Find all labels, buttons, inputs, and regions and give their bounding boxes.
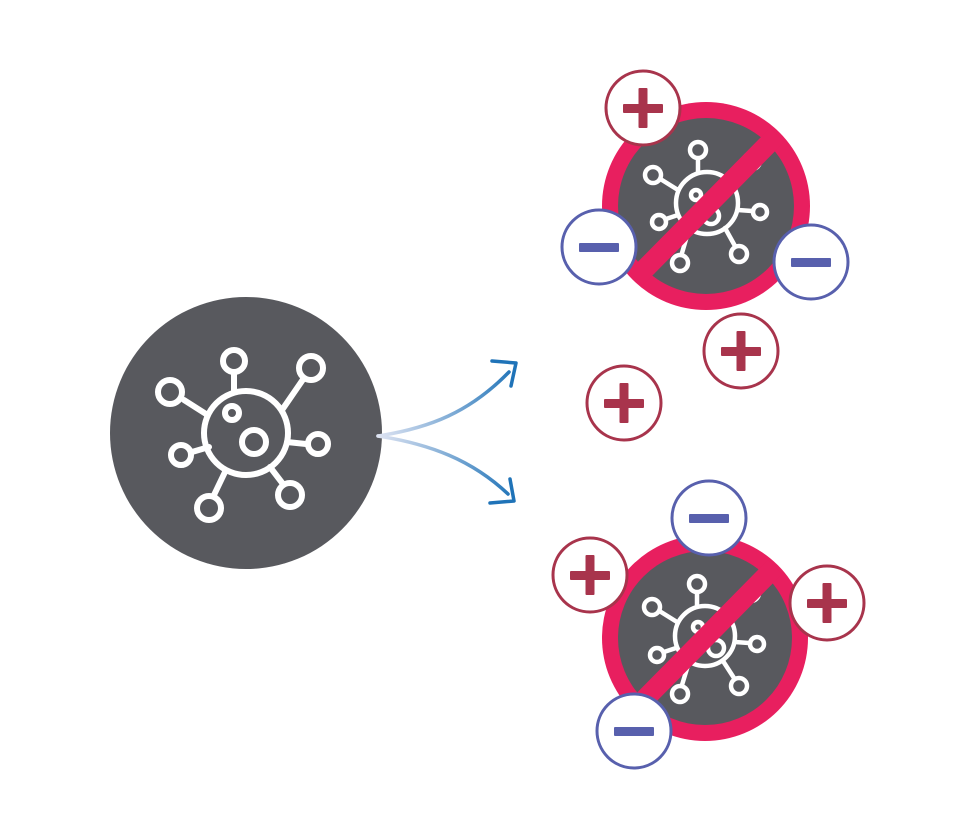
arrow-icon — [490, 359, 518, 388]
neutralized-virus-bottom — [551, 479, 866, 770]
source-virus — [110, 297, 382, 569]
negative-charge — [772, 223, 850, 301]
prohibition-slash — [628, 127, 785, 286]
virus-icon — [155, 347, 331, 523]
positive-charge — [604, 69, 682, 147]
prohibition-slash — [626, 559, 783, 718]
negative-charge — [560, 208, 638, 286]
positive-charge — [788, 564, 866, 642]
arrow-icon — [488, 477, 516, 505]
free-positive-charge — [702, 312, 780, 390]
negative-charge — [670, 479, 748, 557]
arrow-upper — [376, 359, 518, 438]
free-positive-charge — [585, 364, 663, 442]
neutralized-virus-top — [560, 69, 850, 310]
negative-charge — [595, 692, 673, 770]
arrow-lower — [376, 434, 516, 505]
positive-charge — [551, 536, 629, 614]
